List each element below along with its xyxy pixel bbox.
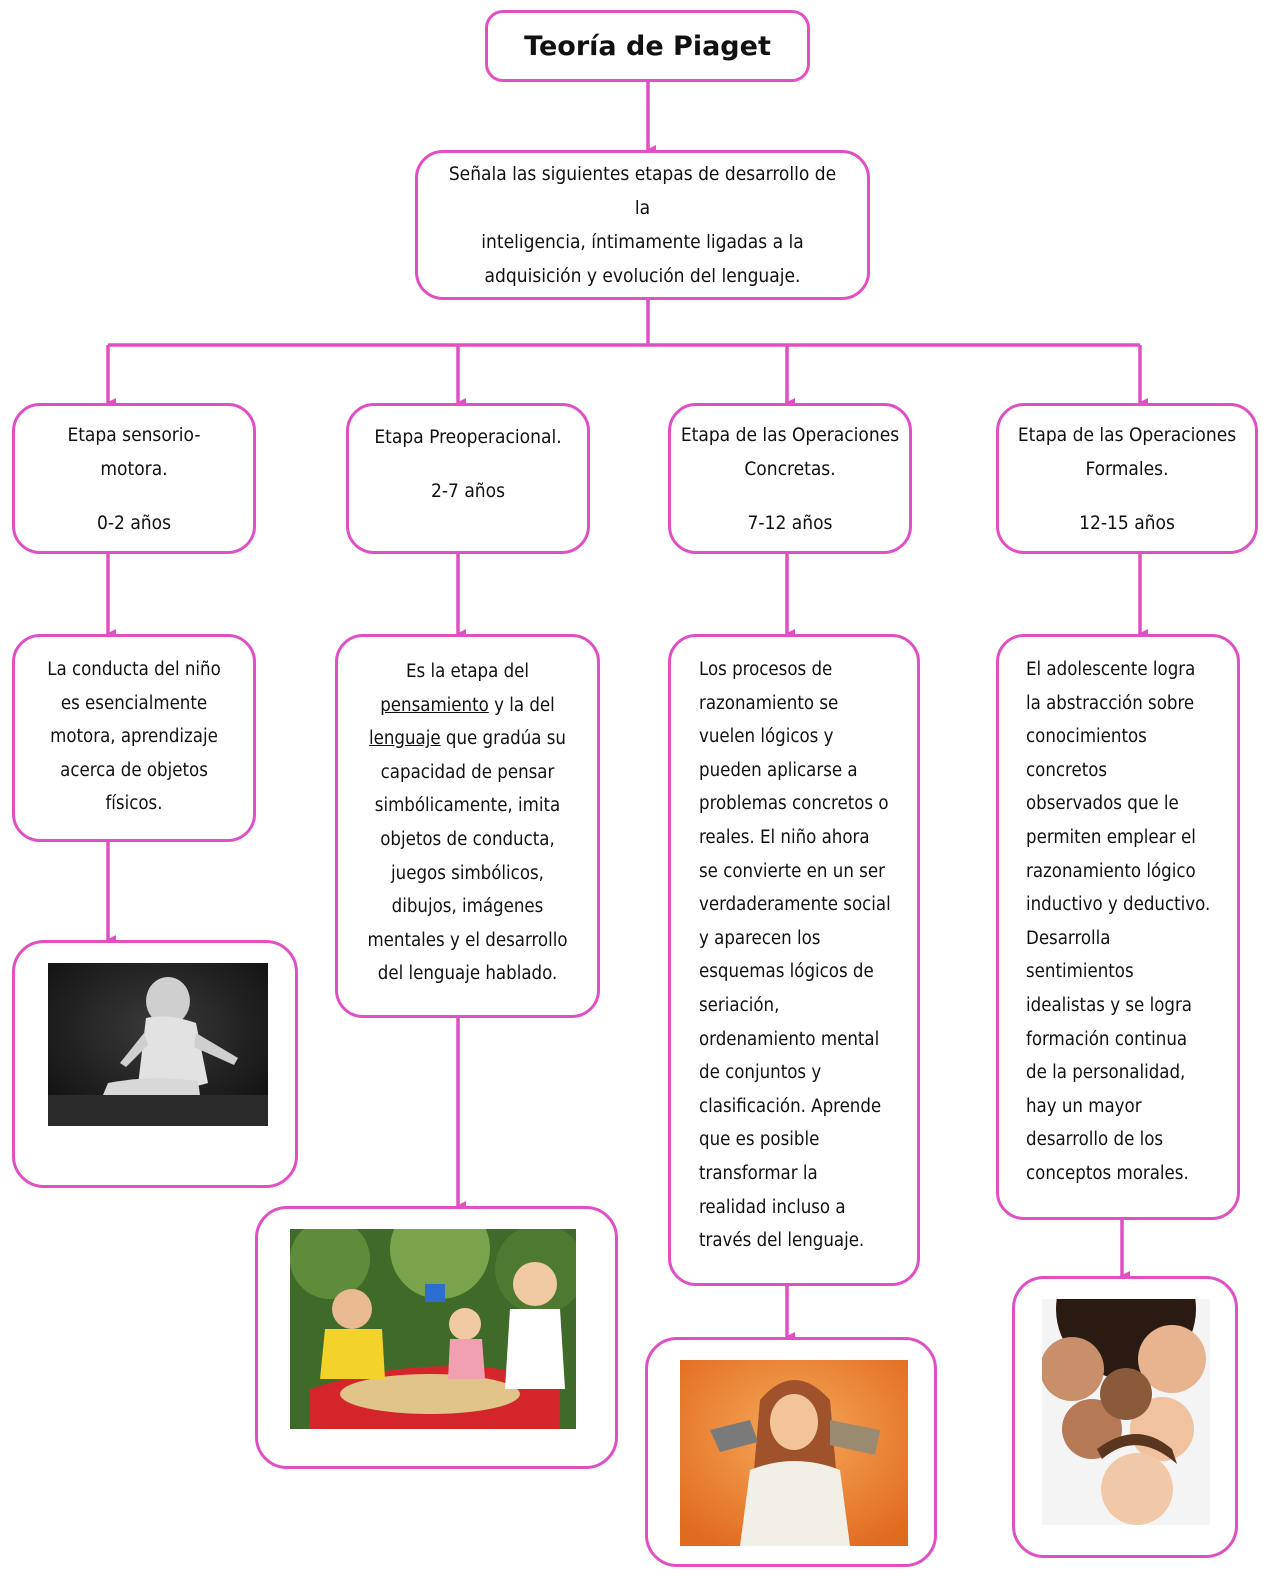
stage-name-line: Etapa sensorio- — [67, 423, 201, 446]
stage-box-preoperacional: Etapa Preoperacional. 2-7 años — [346, 403, 590, 554]
desc-line: pueden aplicarse a — [699, 759, 858, 781]
desc-line: transformar la — [699, 1162, 818, 1184]
stage-name-line: Etapa de las Operaciones — [1017, 423, 1237, 446]
teenagers-group-photo — [1042, 1299, 1210, 1525]
desc-line: Los procesos de — [699, 659, 833, 680]
desc-box-preoperacional: Es la etapa del pensamiento y la del len… — [335, 634, 600, 1018]
photo-box-preoperacional — [255, 1206, 618, 1469]
desc-box-operaciones-formales: El adolescente logra la abstracción sobr… — [996, 634, 1240, 1220]
desc-line: sentimientos — [1026, 961, 1134, 983]
desc-line: acerca de objetos — [60, 759, 208, 781]
desc-line: ordenamiento mental — [699, 1028, 880, 1050]
stage-box-operaciones-formales: Etapa de las Operaciones Formales. 12-15… — [996, 403, 1258, 554]
desc-line: hay un mayor — [1026, 1095, 1142, 1117]
desc-line: formación continua — [1026, 1028, 1188, 1050]
desc-line: del lenguaje hablado. — [377, 963, 558, 985]
desc-line: clasificación. Aprende — [699, 1095, 882, 1117]
title-box: Teoría de Piaget — [485, 10, 810, 82]
desc-line: se convierte en un ser — [699, 860, 885, 882]
desc-line: de conjuntos y — [699, 1062, 822, 1084]
stage-name-line: Etapa Preoperacional. — [374, 426, 562, 448]
photo-box-sensoriomotora — [12, 940, 298, 1188]
desc-line: observados que le — [1026, 793, 1179, 815]
desc-line: es esencialmente — [60, 692, 208, 714]
desc-line: juegos simbólicos, — [391, 862, 544, 884]
stage-age: 0-2 años — [96, 511, 171, 534]
desc-line: concretos — [1026, 759, 1108, 781]
stage-name-line: Etapa de las Operaciones — [680, 423, 900, 446]
desc-line: realidad incluso a — [699, 1196, 846, 1218]
girl-with-toy-animals-photo — [680, 1360, 908, 1546]
desc-line: razonamiento lógico — [1026, 860, 1196, 882]
desc-line: problemas concretos o — [699, 793, 889, 815]
desc-line: través del lenguaje. — [699, 1230, 865, 1252]
desc-line: razonamiento se — [699, 692, 839, 714]
desc-underlined-word: lenguaje — [369, 728, 441, 750]
desc-box-operaciones-concretas: Los procesos de razonamiento se vuelen l… — [668, 634, 920, 1286]
desc-line: conceptos morales. — [1026, 1162, 1189, 1184]
stage-name-line: motora. — [100, 457, 168, 480]
desc-line: motora, aprendizaje — [50, 726, 218, 748]
desc-line: Desarrolla — [1026, 927, 1111, 949]
desc-line: que es posible — [699, 1129, 820, 1151]
photo-box-operaciones-concretas — [645, 1337, 937, 1567]
desc-line: conocimientos — [1026, 726, 1147, 748]
stage-age: 2-7 años — [430, 480, 505, 502]
desc-line: simbólicamente, imita — [374, 795, 561, 817]
intro-line: adquisición y evolución del lenguaje. — [484, 265, 801, 287]
desc-line: El adolescente logra — [1026, 659, 1196, 680]
desc-line: capacidad de pensar — [380, 761, 555, 783]
desc-line: de la personalidad, — [1026, 1062, 1186, 1084]
desc-box-sensoriomotora: La conducta del niño es esencialmente mo… — [12, 634, 256, 842]
desc-line: permiten emplear el — [1026, 826, 1196, 848]
page-title: Teoría de Piaget — [524, 30, 771, 62]
intro-line: inteligencia, íntimamente ligadas a la — [481, 231, 804, 253]
desc-line: inductivo y deductivo. — [1026, 894, 1211, 916]
stage-box-operaciones-concretas: Etapa de las Operaciones Concretas. 7-12… — [668, 403, 912, 554]
desc-line: esquemas lógicos de — [699, 961, 874, 983]
baby-sitting-photo — [48, 963, 268, 1126]
stage-box-sensoriomotora: Etapa sensorio- motora. 0-2 años — [12, 403, 256, 554]
stage-name-line: Formales. — [1085, 457, 1169, 480]
intro-text: Señala las siguientes etapas de desarrol… — [418, 157, 867, 293]
desc-line: objetos de conducta, — [380, 828, 555, 850]
stage-name-line: Concretas. — [744, 457, 836, 480]
desc-line: seriación, — [699, 994, 780, 1016]
intro-line: Señala las siguientes etapas de desarrol… — [448, 163, 837, 219]
desc-line: idealistas y se logra — [1026, 994, 1192, 1016]
desc-line: La conducta del niño — [47, 659, 221, 680]
desc-line: lenguaje que gradúa su — [369, 728, 566, 750]
children-playing-sandbox-photo — [290, 1229, 576, 1429]
desc-line: físicos. — [105, 793, 163, 815]
desc-line: Es la etapa del — [405, 661, 530, 682]
desc-line: mentales y el desarrollo — [367, 929, 568, 951]
desc-line: desarrollo de los — [1026, 1129, 1164, 1151]
intro-box: Señala las siguientes etapas de desarrol… — [415, 150, 870, 300]
desc-line: vuelen lógicos y — [699, 726, 834, 748]
desc-line: pensamiento y la del — [380, 694, 555, 716]
stage-age: 12-15 años — [1079, 511, 1175, 534]
photo-box-operaciones-formales — [1012, 1276, 1238, 1558]
desc-line: reales. El niño ahora — [699, 826, 870, 848]
desc-underlined-word: pensamiento — [380, 694, 489, 716]
desc-line: y aparecen los — [699, 927, 821, 949]
desc-line: dibujos, imágenes — [391, 896, 544, 918]
stage-age: 7-12 años — [747, 511, 833, 534]
desc-line: verdaderamente social — [699, 894, 891, 916]
desc-line: la abstracción sobre — [1026, 692, 1195, 714]
